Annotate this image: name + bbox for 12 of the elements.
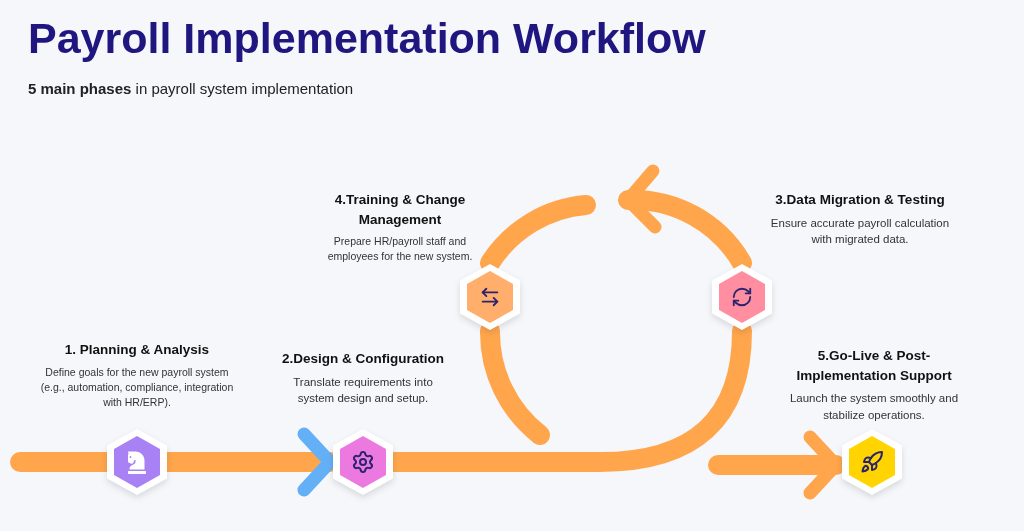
phase-description: Ensure accurate payroll calculation with migrated data. xyxy=(769,215,951,248)
phase-heading: 5.Go-Live & Post-Implementation Support xyxy=(795,347,953,385)
phase-description: Define goals for the new payroll system (e.g., automation, compliance, integration with HR/ERP). xyxy=(39,364,235,410)
phase-heading: 1. Planning & Analysis xyxy=(64,341,210,359)
phase-heading: 3.Data Migration & Testing xyxy=(775,191,945,209)
title: Payroll Implementation Workflow xyxy=(28,14,706,63)
phase-description: Translate requirements into system design and setup. xyxy=(292,374,434,407)
subtitle: 5 main phases in payroll system implementation xyxy=(28,80,354,97)
phase-heading: 4.Training & Change Management xyxy=(333,191,467,229)
phase-description: Launch the system smoothly and stabilize operations. xyxy=(788,391,960,423)
phase-heading: 2.Design & Configuration xyxy=(282,350,444,368)
phase-description: Prepare HR/payroll staff and employees for the new system. xyxy=(326,234,474,265)
